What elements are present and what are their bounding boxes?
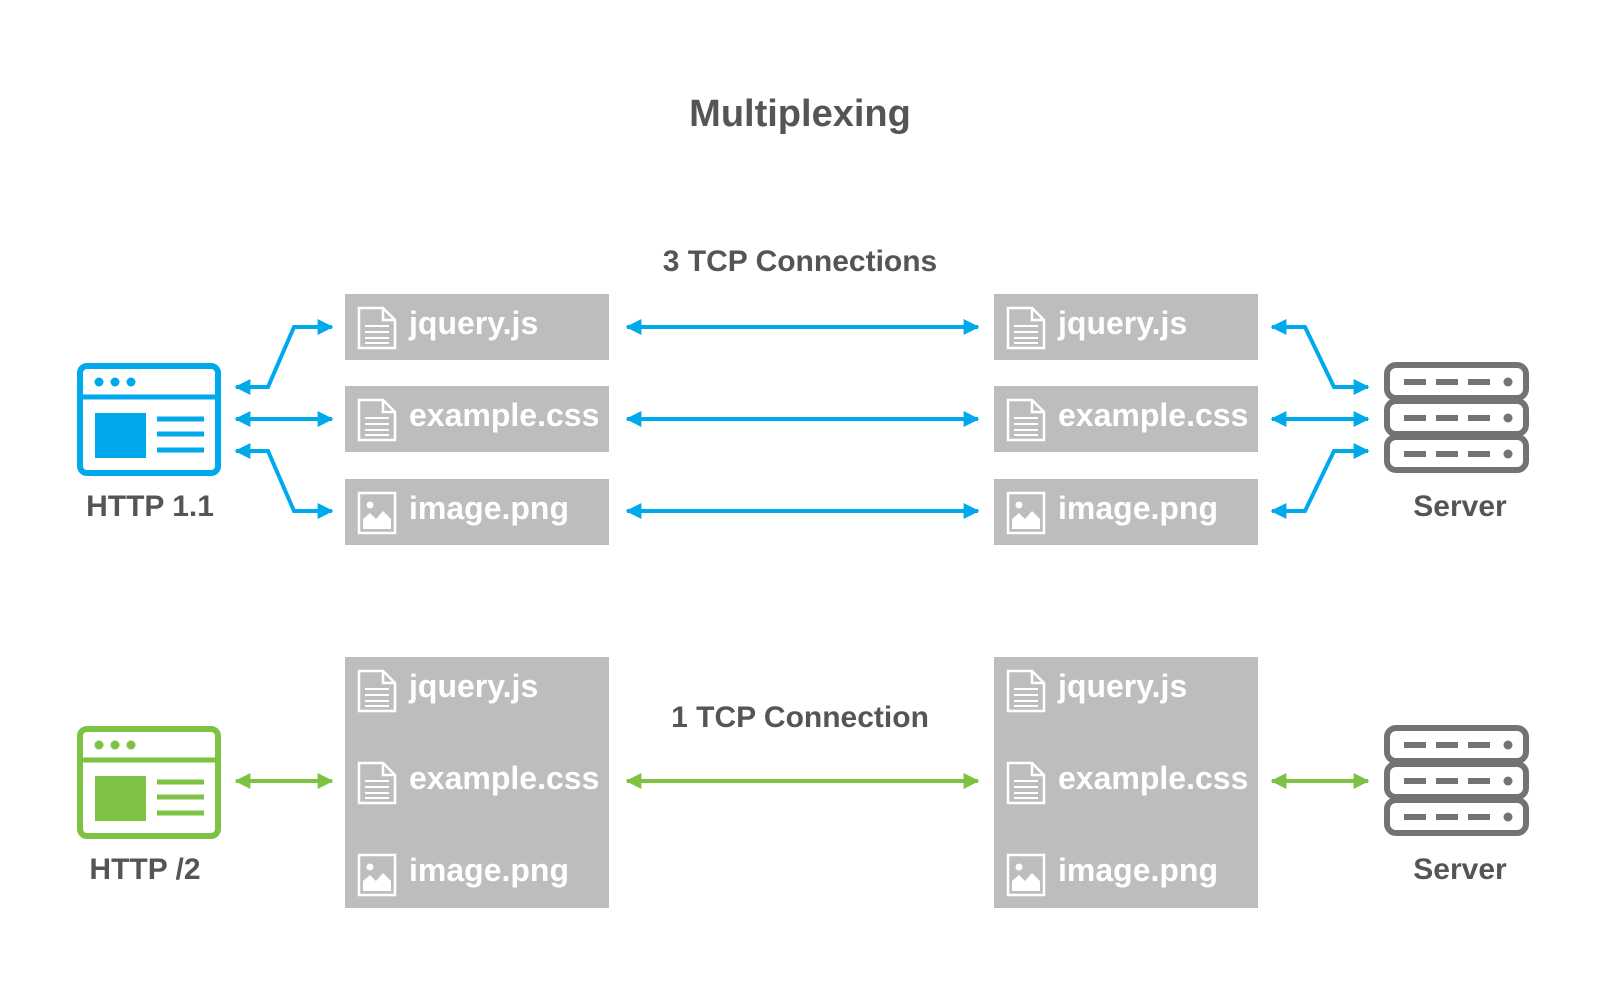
file-row: image.png (345, 479, 609, 545)
http11-server-file-box-1: jquery.js (994, 294, 1258, 360)
document-icon (1006, 398, 1046, 442)
file-row: jquery.js (345, 294, 609, 360)
image-icon (1006, 491, 1046, 535)
connection-arrow (1270, 319, 1370, 395)
http11-server-label: Server (1413, 490, 1507, 523)
http2-client-label: HTTP /2 (89, 853, 201, 886)
http2-server-label: Server (1413, 853, 1507, 886)
file-name: example.css (1058, 397, 1249, 433)
browser-window-icon (77, 726, 221, 839)
file-row: jquery.js (994, 294, 1258, 360)
document-icon (357, 761, 397, 805)
connection-arrow (234, 443, 334, 519)
image-icon (357, 853, 397, 897)
connection-arrow (1270, 443, 1370, 519)
server-icon (1384, 725, 1529, 836)
document-icon (357, 398, 397, 442)
file-row: image.png (994, 841, 1258, 907)
file-name: jquery.js (409, 305, 539, 341)
http11-client-file-box-3: image.png (345, 479, 609, 545)
document-icon (357, 306, 397, 350)
file-name: image.png (409, 852, 570, 888)
http2-client-file-box: jquery.js example.css image.png (345, 657, 609, 908)
http11-client-file-box-2: example.css (345, 386, 609, 452)
file-row: example.css (994, 749, 1258, 815)
http2-connection-label: 1 TCP Connection (671, 701, 929, 734)
image-icon (1006, 853, 1046, 897)
file-name: image.png (1058, 490, 1219, 526)
http11-client-label: HTTP 1.1 (86, 490, 214, 523)
file-row: image.png (345, 841, 609, 907)
http11-connection-label: 3 TCP Connections (662, 245, 938, 278)
document-icon (1006, 306, 1046, 350)
file-name: image.png (409, 490, 570, 526)
file-row: example.css (994, 386, 1258, 452)
file-row: image.png (994, 479, 1258, 545)
http11-server-file-box-3: image.png (994, 479, 1258, 545)
document-icon (1006, 761, 1046, 805)
file-row: example.css (345, 386, 609, 452)
file-name: jquery.js (1058, 305, 1188, 341)
connection-arrow (234, 319, 334, 395)
browser-window-icon (77, 363, 221, 476)
file-row: jquery.js (345, 657, 609, 723)
http2-server-file-box: jquery.js example.css image.png (994, 657, 1258, 908)
file-row: jquery.js (994, 657, 1258, 723)
document-icon (357, 669, 397, 713)
http11-client-file-box-1: jquery.js (345, 294, 609, 360)
file-name: example.css (409, 760, 600, 796)
file-name: image.png (1058, 852, 1219, 888)
document-icon (1006, 669, 1046, 713)
http11-server-file-box-2: example.css (994, 386, 1258, 452)
file-name: jquery.js (1058, 668, 1188, 704)
diagram-title: Multiplexing (689, 93, 911, 135)
file-name: example.css (409, 397, 600, 433)
file-row: example.css (345, 749, 609, 815)
image-icon (357, 491, 397, 535)
file-name: example.css (1058, 760, 1249, 796)
server-icon (1384, 362, 1529, 473)
file-name: jquery.js (409, 668, 539, 704)
